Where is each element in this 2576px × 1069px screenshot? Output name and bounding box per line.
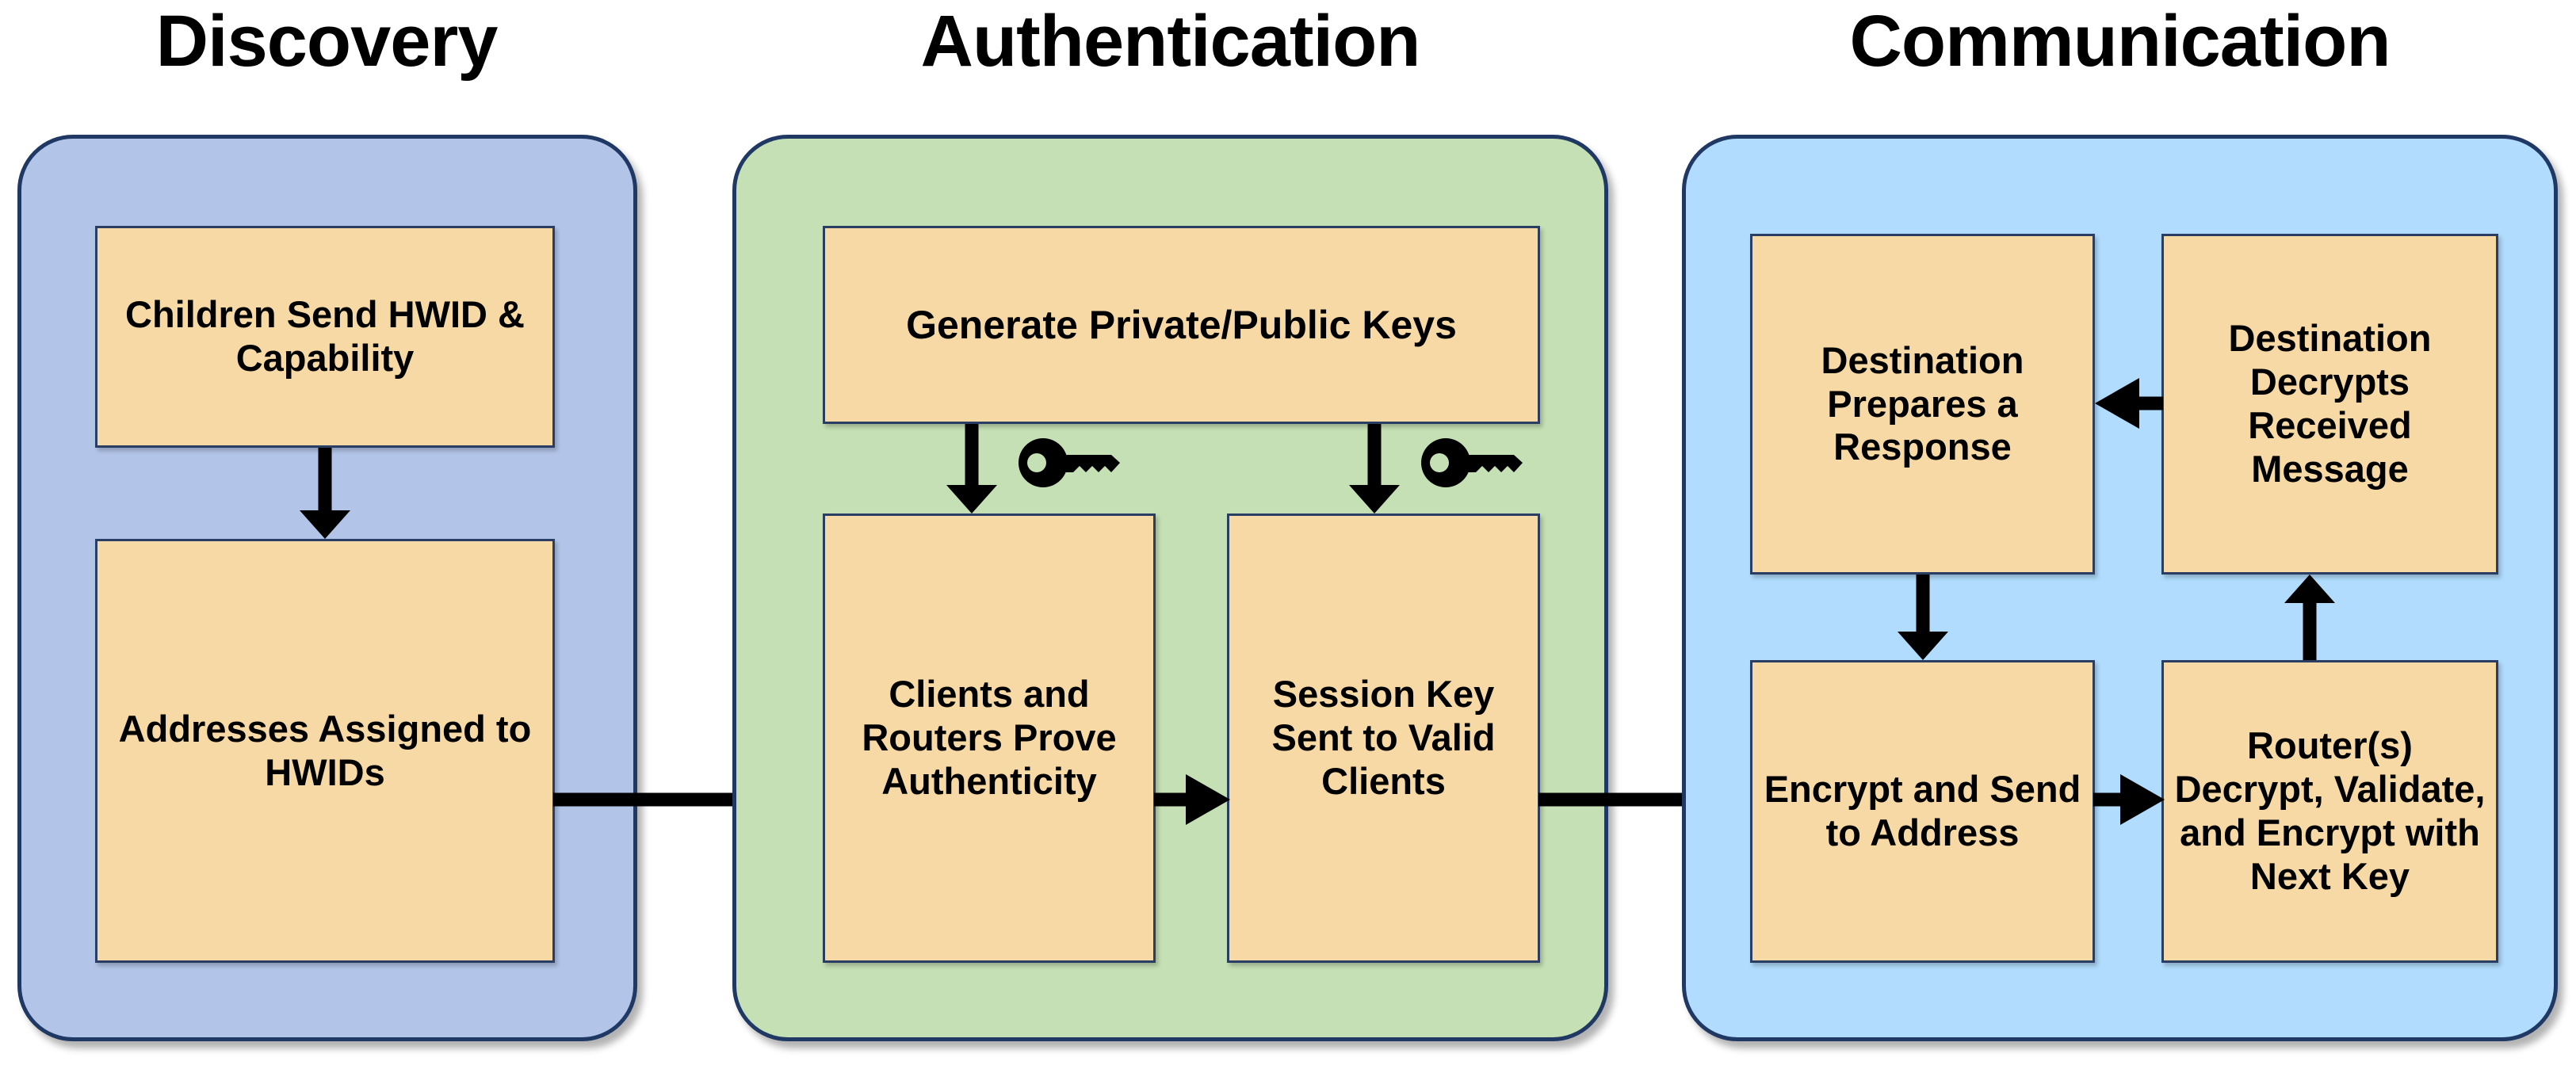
arrow-shaft (2093, 792, 2123, 807)
arrow-shaft (1367, 424, 1382, 488)
page-title-authentication: Authentication (920, 1, 1421, 82)
arrow-prepares-to-encrypt (1896, 575, 1950, 660)
arrow-shaft (318, 448, 332, 514)
page-title-communication: Communication (1849, 1, 2391, 82)
arrow-shaft (2303, 600, 2317, 660)
arrow-children-to-addresses (298, 448, 352, 539)
arrow-keys-to-prove-authenticity (945, 424, 999, 514)
arrow-shaft (2136, 396, 2163, 410)
step-children-send-hwid[interactable]: Children Send HWID & Capability (95, 226, 555, 448)
arrow-head (2095, 378, 2139, 429)
step-routers-decrypt[interactable]: Router(s) Decrypt, Validate, and Encrypt… (2161, 660, 2498, 963)
key-icon (1420, 434, 1523, 491)
arrow-head (300, 510, 350, 539)
arrow-encrypt-to-routers (2093, 773, 2165, 827)
step-destination-prepares-response[interactable]: Destination Prepares a Response (1750, 234, 2095, 575)
arrow-routers-to-decrypts (2283, 575, 2337, 660)
arrow-shaft (1916, 575, 1930, 635)
arrow-shaft (553, 792, 780, 807)
arrow-shaft (965, 424, 979, 488)
arrow-head (1898, 632, 1948, 660)
arrow-head (946, 485, 997, 514)
arrow-head (1186, 774, 1230, 825)
arrow-keys-to-session-key (1347, 424, 1401, 514)
arrow-decrypts-to-prepares (2095, 376, 2163, 430)
step-generate-keys[interactable]: Generate Private/Public Keys (823, 226, 1540, 424)
arrow-shaft (1154, 792, 1189, 807)
step-prove-authenticity[interactable]: Clients and Routers Prove Authenticity (823, 514, 1156, 963)
step-session-key-sent[interactable]: Session Key Sent to Valid Clients (1227, 514, 1540, 963)
key-icon (1018, 434, 1121, 491)
step-addresses-assigned[interactable]: Addresses Assigned to HWIDs (95, 539, 555, 963)
page-title-discovery: Discovery (155, 1, 499, 82)
arrow-head (2284, 575, 2335, 603)
step-destination-decrypts[interactable]: Destination Decrypts Received Message (2161, 234, 2498, 575)
arrow-head (1349, 485, 1400, 514)
arrow-prove-to-session-key (1154, 773, 1230, 827)
arrow-head (2120, 774, 2165, 825)
arrow-shaft (1538, 792, 1713, 807)
step-encrypt-and-send[interactable]: Encrypt and Send to Address (1750, 660, 2095, 963)
